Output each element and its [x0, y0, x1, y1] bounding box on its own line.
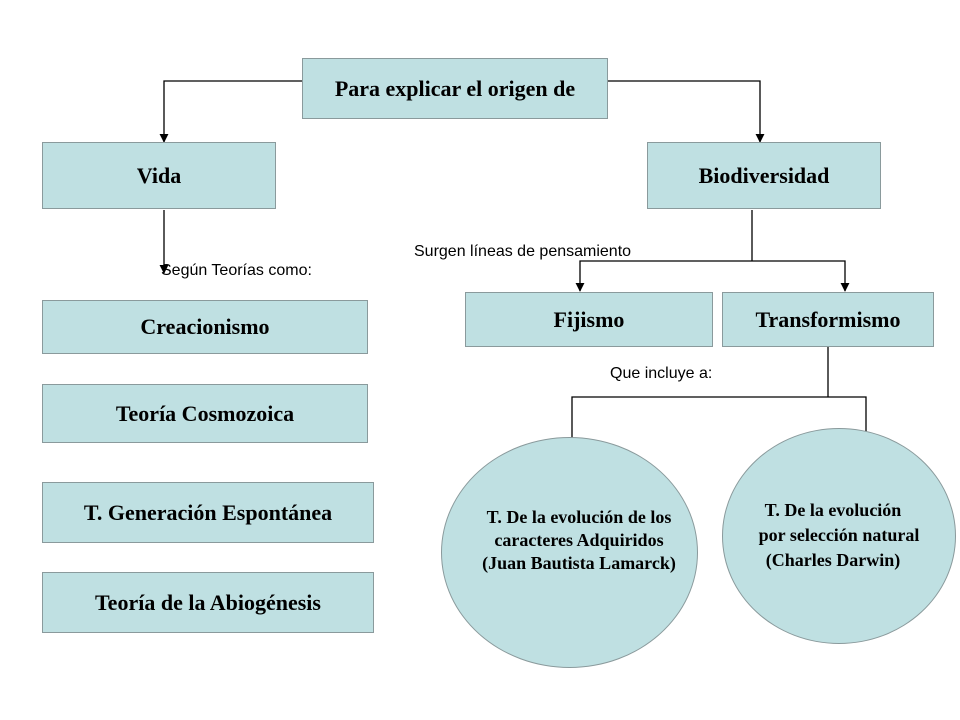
connector-root-biodiversidad: [608, 80, 765, 143]
darwin-line-1: T. De la evolución: [764, 500, 902, 520]
darwin-line-3: (Charles Darwin): [765, 550, 901, 570]
theory-abiogenesis: Teoría de la Abiogénesis: [42, 572, 374, 633]
fijismo-node: Fijismo: [465, 292, 713, 347]
darwin-label: T. De la evolución por selección natural…: [722, 499, 956, 572]
theory-cosmozoica: Teoría Cosmozoica: [42, 384, 368, 443]
transformismo-node: Transformismo: [722, 292, 934, 347]
darwin-line-2: por selección natural: [758, 525, 920, 545]
connector-root-vida: [159, 80, 302, 143]
darwin-node: [722, 428, 956, 644]
lamarck-line-1: T. De la evolución de los: [486, 507, 672, 527]
lamarck-line-2: caracteres Adquiridos: [494, 530, 664, 550]
lamarck-line-3: (Juan Bautista Lamarck): [482, 553, 676, 573]
theory-creacionismo: Creacionismo: [42, 300, 368, 354]
connector-fijismo: [575, 260, 752, 292]
theory-generacion-espontanea: T. Generación Espontánea: [42, 482, 374, 543]
root-node: Para explicar el origen de: [302, 58, 608, 119]
connector-transformismo: [752, 260, 850, 292]
vida-connector-label: Según Teorías como:: [161, 262, 312, 279]
lamarck-label: T. De la evolución de los caracteres Adq…: [444, 506, 714, 575]
biodiversidad-connector-label: Surgen líneas de pensamiento: [414, 243, 632, 260]
biodiversidad-node: Biodiversidad: [647, 142, 881, 209]
transformismo-connector-label: Que incluye a:: [610, 365, 713, 382]
vida-node: Vida: [42, 142, 276, 209]
lamarck-node: [441, 437, 698, 668]
